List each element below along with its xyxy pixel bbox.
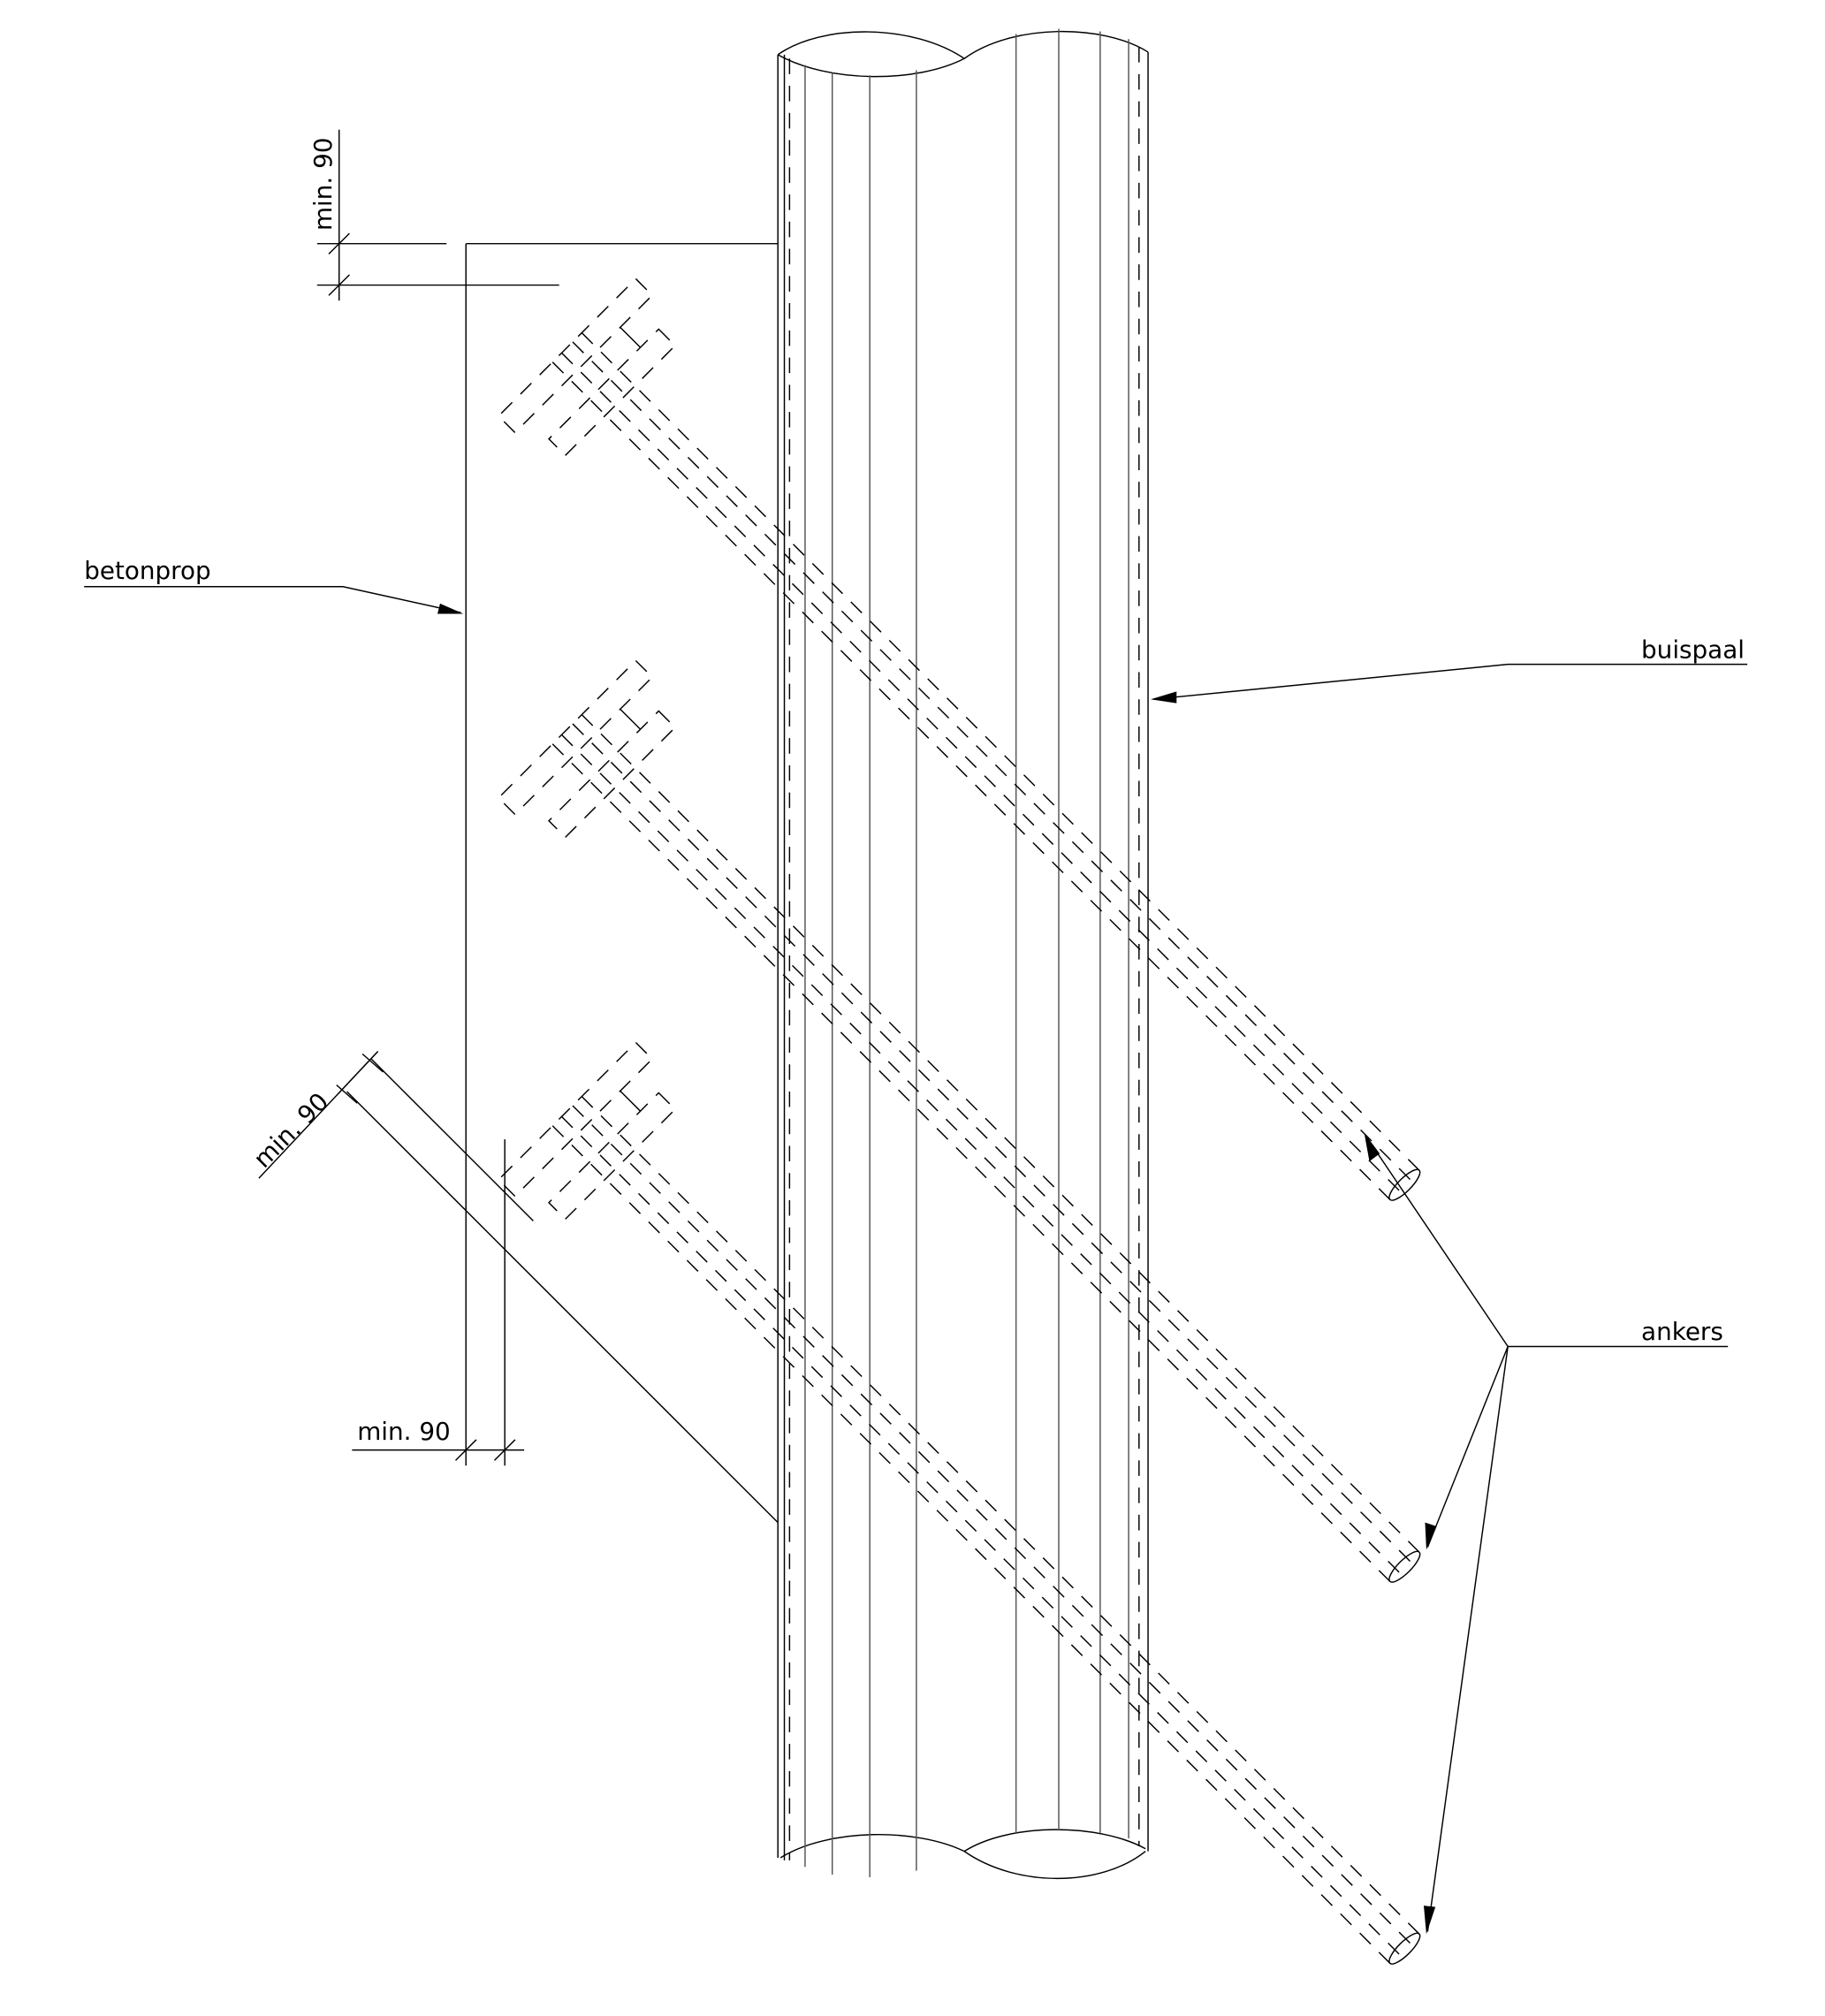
anchor-nut [620, 326, 642, 348]
dimension-bottom-label: min. 90 [357, 1417, 451, 1446]
anchor-plate [498, 659, 654, 816]
anchor-rod-line [551, 743, 1391, 1582]
anchor-plate [547, 328, 676, 457]
anchor-rod-line [581, 714, 1420, 1553]
dimension-top-label: min. 90 [308, 138, 338, 232]
anchor-plate [547, 710, 676, 839]
anchor-3 [498, 1041, 1421, 1965]
arrowhead-icon [1423, 1906, 1436, 1935]
anchor-rod-line [572, 341, 1411, 1180]
anchor-1 [498, 278, 1421, 1201]
label-buispaal: buispaal [1641, 635, 1745, 664]
leader-ankers: ankers [1364, 1132, 1729, 1935]
dimension-top: min. 90 [308, 129, 559, 301]
anchor-rod-line [561, 352, 1400, 1191]
tube-pile [777, 28, 1149, 1880]
leader-buispaal: buispaal [1150, 635, 1748, 704]
anchor-rod-line [551, 1125, 1391, 1964]
arrowhead-icon [1364, 1132, 1380, 1162]
dimension-slanted: min. 90 [247, 1051, 384, 1179]
arrowhead-icon [1150, 691, 1177, 704]
anchor-rod-line [581, 1096, 1420, 1935]
anchor-plate [498, 1041, 654, 1198]
anchor-plate [498, 278, 654, 434]
label-betonprop: betonprop [84, 556, 210, 585]
dimension-slanted-label: min. 90 [247, 1087, 334, 1174]
anchor-plate [547, 1092, 676, 1221]
anchor-nut [620, 708, 642, 730]
anchor-nut [620, 1090, 642, 1112]
arrowhead-icon [1425, 1522, 1437, 1550]
anchor-rod-end [1388, 1168, 1421, 1201]
anchor-rod-line [561, 1115, 1400, 1955]
anchor-rod-line [581, 332, 1420, 1171]
anchor-rod-end [1388, 1932, 1421, 1965]
concrete-plug-outline [346, 242, 779, 1524]
dimension-bottom: min. 90 [352, 1417, 525, 1461]
leader-betonprop: betonprop [84, 556, 464, 614]
arrowhead-icon [437, 603, 464, 614]
label-ankers: ankers [1641, 1317, 1723, 1346]
anchor-rod-line [551, 361, 1391, 1200]
anchor-2 [498, 659, 1421, 1583]
anchor-rod-line [561, 734, 1400, 1573]
anchor-rod-end [1388, 1550, 1421, 1583]
anchor-rod-line [572, 1105, 1411, 1944]
anchors-group [498, 278, 1421, 1965]
anchor-rod-line [572, 723, 1411, 1563]
